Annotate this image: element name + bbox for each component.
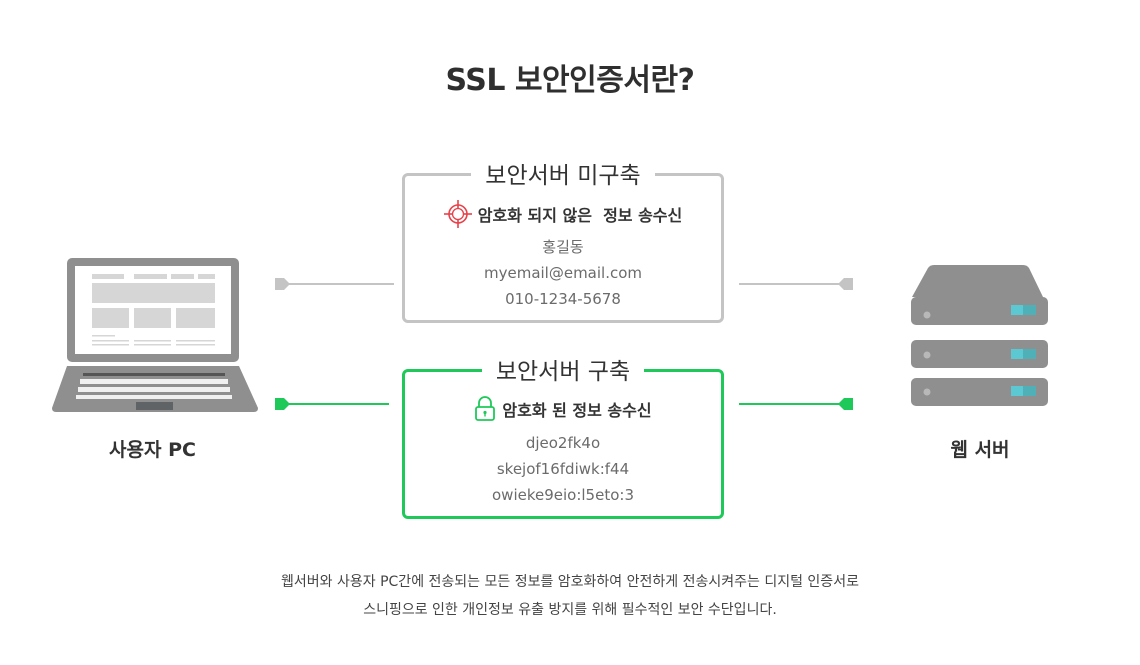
client-label: 사용자 PC [109,439,196,461]
secured-label: 보안서버 구축 [481,359,645,385]
connector-left-gray [275,278,394,290]
connector-left-green [275,398,389,410]
secured-subtitle: 암호화 된 정보 송수신 [502,401,652,420]
unsecured-data-line: 홍길동 [542,238,584,256]
unsecured-label: 보안서버 미구축 [471,163,655,189]
laptop-icon [52,258,258,412]
unsecured-data-line: 010-1234-5678 [505,290,621,308]
unsecured-subtitle: 암호화 되지 않은 정보 송수신 [477,206,683,225]
secured-data-line: owieke9eio:l5eto:3 [492,486,634,504]
unsecured-data-line: myemail@email.com [483,264,643,282]
unsecured-server-box: 보안서버 미구축 암호화 되지 않은 정보 송수신 홍길동 myemail@em… [402,163,724,323]
description: 웹서버와 사용자 PC간에 전송되는 모든 정보를 암호화하여 안전하게 전송시… [0,568,1140,624]
page-title: SSL 보안인증서란? [445,63,695,98]
description-line: 스니핑으로 인한 개인정보 유출 방지를 위해 필수적인 보안 수단입니다. [363,602,777,618]
secured-data-line: skejof16fdiwk:f44 [496,460,630,478]
connector-right-green [739,398,853,410]
server-icon [911,265,1048,406]
target-icon [443,200,472,228]
description-line: 웹서버와 사용자 PC간에 전송되는 모든 정보를 암호화하여 안전하게 전송시… [281,574,859,590]
secured-server-box: 보안서버 구축 암호화 된 정보 송수신 djeo2fk4o skejof16f… [402,359,724,519]
secured-data-line: djeo2fk4o [525,434,601,452]
lock-icon [475,396,496,421]
server-label: 웹 서버 [950,439,1010,461]
connector-right-gray [739,278,853,290]
